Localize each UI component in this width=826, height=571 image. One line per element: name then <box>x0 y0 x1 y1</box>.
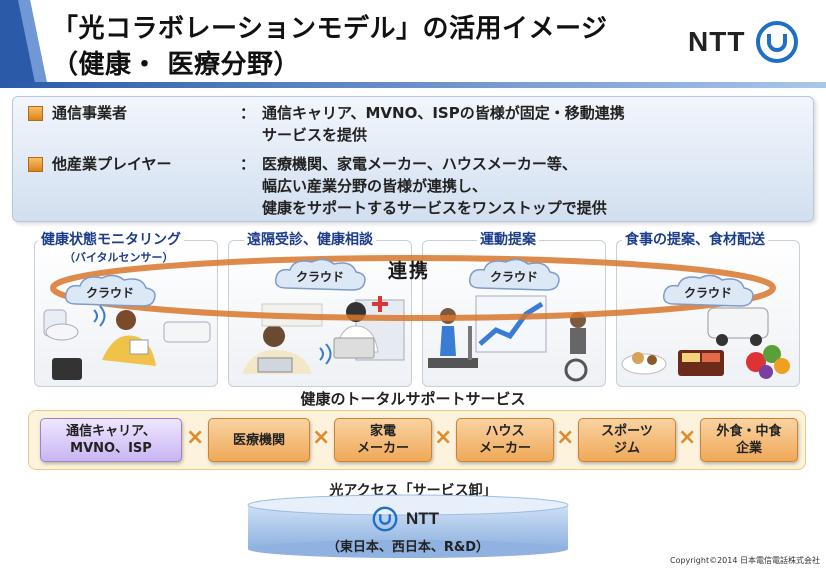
panel-title-monitoring: 健康状態モニタリング <box>38 229 184 249</box>
total-support-title: 健康のトータルサポートサービス <box>300 390 526 408</box>
meal-icon <box>621 352 667 375</box>
person-reading-icon <box>102 310 156 366</box>
access-ntt-logo: NTT <box>372 506 439 532</box>
times-icon: × <box>434 425 453 450</box>
info-box <box>12 96 814 222</box>
illustration-meal <box>621 307 790 379</box>
cloud-icon <box>662 274 754 307</box>
info-colon: ： <box>240 104 256 122</box>
chart-icon <box>475 295 547 353</box>
player-medical: 医療機関 <box>208 418 310 462</box>
player-label: 医療機関 <box>232 432 285 448</box>
info-text: サービスを提供 <box>262 126 368 144</box>
player-housing: ハウスメーカー <box>456 418 554 462</box>
toilet-icon <box>43 309 79 341</box>
times-icon: × <box>556 425 575 450</box>
cloud-icon <box>468 258 560 291</box>
logo-text: NTT <box>688 26 746 57</box>
info-label-other-industries: 他産業プレイヤー <box>52 155 172 173</box>
access-ntt-text: NTT <box>406 509 440 528</box>
vegetables-icon <box>746 345 790 379</box>
cloud-2: クラウド <box>272 256 368 294</box>
cloud-4: クラウド <box>660 272 756 310</box>
link-label: 連携 <box>388 260 431 282</box>
player-food-service: 外食・中食企業 <box>700 418 798 462</box>
times-icon: × <box>678 425 697 450</box>
panel-title-meal: 食事の提案、食材配送 <box>622 229 768 249</box>
header-background <box>0 0 826 88</box>
page-subtitle: （健康・ 医療分野） <box>52 50 301 80</box>
player-label: メーカー <box>356 441 409 456</box>
cloud-icon <box>274 258 366 291</box>
bullet-icon <box>28 106 43 121</box>
ntt-logo-icon <box>756 21 799 63</box>
cloud-label: クラウド <box>295 270 344 284</box>
delivery-van-icon <box>707 307 769 346</box>
bullet-icon <box>28 157 43 172</box>
ntt-logo-icon <box>372 506 398 532</box>
panel-title-exercise: 運動提案 <box>477 229 539 249</box>
info-text: 健康をサポートするサービスをワンストップで提供 <box>262 199 607 217</box>
cloud-icon <box>64 274 156 307</box>
info-text: 医療機関、家電メーカー、ハウスメーカー等、 <box>262 155 577 173</box>
access-ntt-sub: （東日本、西日本、R&D） <box>326 540 490 555</box>
page-title: 「光コラボレーションモデル」の活用イメージ <box>52 14 608 44</box>
info-text: 通信キャリア、MVNO、ISPの皆様が固定・移動連携 <box>262 104 625 122</box>
times-icon: × <box>186 425 205 450</box>
copyright: Copyright©2014 日本電信電話株式会社 <box>670 556 820 565</box>
air-conditioner-icon <box>163 321 211 343</box>
player-label: メーカー <box>478 441 531 456</box>
panel-title-remote: 遠隔受診、健康相談 <box>244 229 376 249</box>
info-label-carrier: 通信事業者 <box>52 104 128 122</box>
cloud-label: クラウド <box>85 286 134 300</box>
scale-icon <box>52 358 82 380</box>
player-label: ハウス <box>485 424 525 439</box>
link-ring <box>50 255 776 321</box>
player-label: MVNO、ISP <box>70 441 152 456</box>
access-cylinder <box>247 494 569 558</box>
bento-icon <box>678 350 724 376</box>
cloud-1: クラウド <box>62 272 158 310</box>
ntt-logo: NTT <box>688 20 799 64</box>
player-label: スポーツ <box>601 424 653 439</box>
player-label: 外食・中食 <box>716 424 782 439</box>
cloud-label: クラウド <box>489 270 538 284</box>
player-label: 通信キャリア、 <box>66 424 156 439</box>
info-colon: ： <box>240 155 256 173</box>
info-text: 幅広い産業分野の皆様が連携し、 <box>262 177 488 195</box>
player-appliance: 家電メーカー <box>334 418 432 462</box>
player-label: 家電 <box>369 424 396 439</box>
person-laptop-icon <box>242 325 312 374</box>
player-sports-gym: スポーツジム <box>578 418 676 462</box>
panel-subtitle-monitoring: （バイタルセンサー） <box>64 251 174 264</box>
illustration-monitoring <box>43 305 211 380</box>
cloud-3: クラウド <box>466 256 562 294</box>
times-icon: × <box>312 425 331 450</box>
cloud-label: クラウド <box>683 286 732 300</box>
player-label: ジム <box>613 441 640 456</box>
player-telecom: 通信キャリア、 MVNO、ISP <box>40 418 182 462</box>
player-label: 企業 <box>735 441 762 456</box>
